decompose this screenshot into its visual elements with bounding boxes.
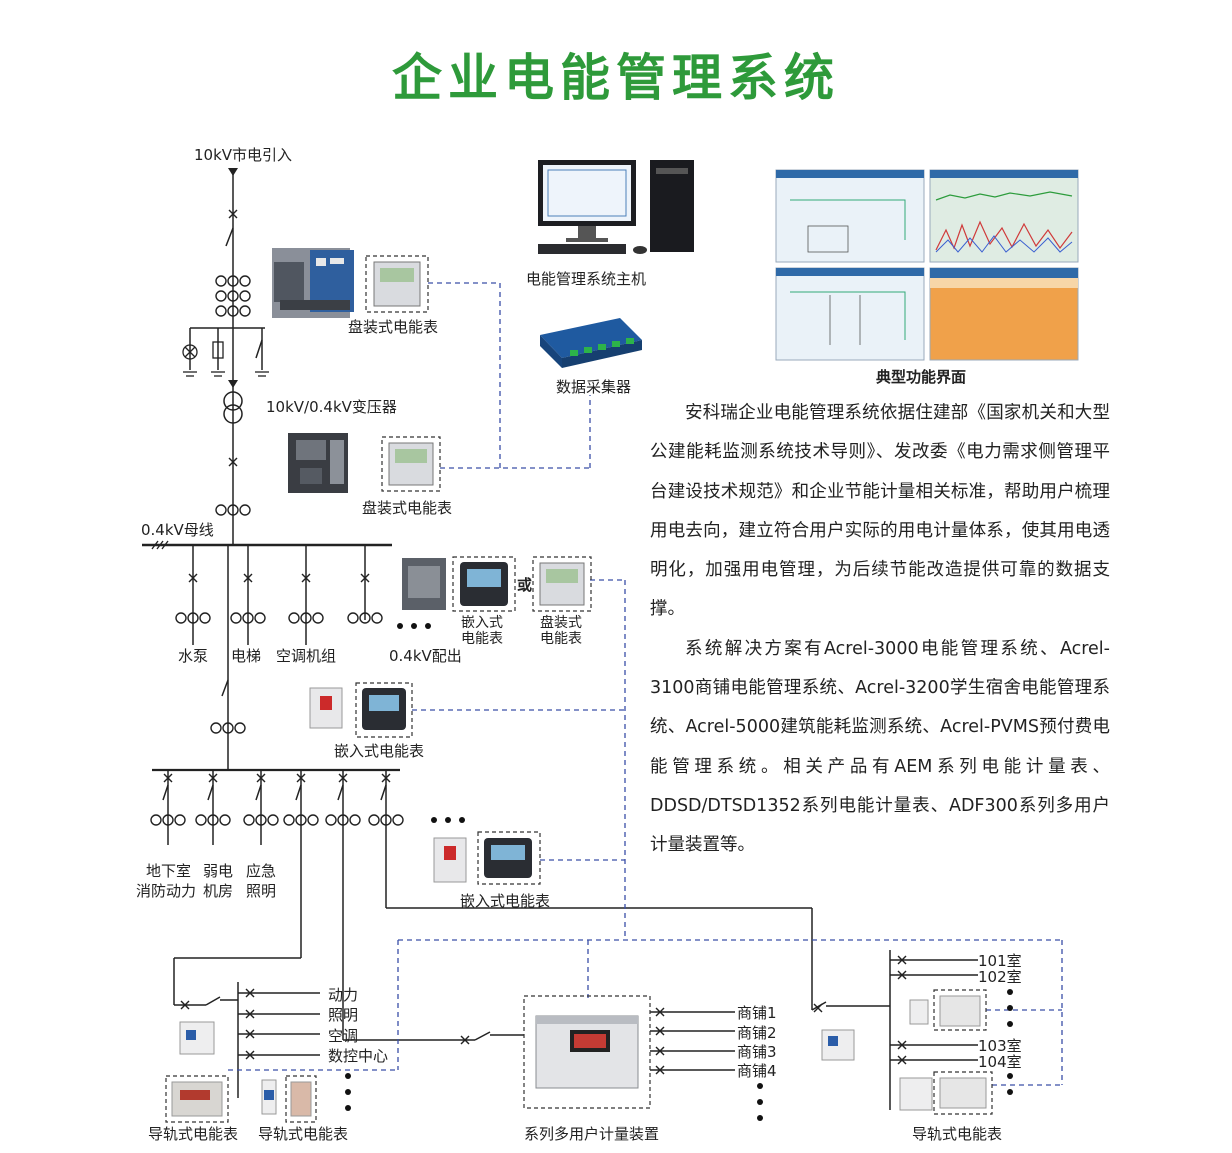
multi-user-label: 系列多用户计量装置	[524, 1125, 660, 1143]
collector-label: 数据采集器	[556, 378, 632, 396]
emergency-label-a: 应急	[246, 862, 277, 880]
shop3-label: 商铺3	[737, 1043, 777, 1061]
basement-label-b: 消防动力	[136, 882, 197, 900]
or-label: 或	[517, 576, 533, 594]
shop1-label: 商铺1	[737, 1004, 777, 1022]
description-paragraph-1: 安科瑞企业电能管理系统依据住建部《国家机关和大型公建能耗监测系统技术导则》、发改…	[650, 403, 1110, 620]
embed-meter-3-label: 嵌入式电能表	[460, 892, 551, 910]
shop4-label: 商铺4	[737, 1062, 777, 1080]
room102-label: 102室	[978, 968, 1022, 986]
host-label: 电能管理系统主机	[526, 270, 647, 288]
embed-meter-2-label: 嵌入式电能表	[334, 742, 425, 760]
panel-meter-1-label: 盘装式电能表	[348, 318, 439, 336]
embed-meter-label-b: 电能表	[461, 631, 503, 647]
room103-label: 103室	[978, 1037, 1022, 1055]
weak-current-label-b: 机房	[203, 882, 234, 900]
panel-meter-3-label-b: 电能表	[540, 631, 582, 647]
rail-meter-3-label: 导轨式电能表	[912, 1125, 1003, 1143]
description-block: 安科瑞企业电能管理系统依据住建部《国家机关和大型公建能耗监测系统技术导则》、发改…	[650, 394, 1110, 866]
bus-label: 0.4kV母线	[141, 521, 214, 539]
emergency-label-b: 照明	[246, 882, 277, 900]
power-label: 动力	[328, 986, 359, 1004]
description-paragraph-2: 系统解决方案有Acrel-3000电能管理系统、Acrel-3100商铺电能管理…	[650, 638, 1110, 856]
basement-label-a: 地下室	[146, 862, 192, 880]
aircon-label: 空调	[328, 1027, 359, 1045]
incoming-label: 10kV市电引入	[194, 146, 293, 164]
weak-current-label-a: 弱电	[203, 862, 234, 880]
room101-label: 101室	[978, 952, 1022, 970]
room104-label: 104室	[978, 1053, 1022, 1071]
embed-meter-label-a: 嵌入式	[461, 615, 503, 631]
hvac-label: 空调机组	[276, 647, 337, 665]
rail-meter-1-label: 导轨式电能表	[148, 1125, 239, 1143]
water-pump-label: 水泵	[178, 647, 209, 665]
transformer-label: 10kV/0.4kV变压器	[266, 398, 397, 416]
panel-meter-3-label-a: 盘装式	[540, 615, 582, 631]
panel-meter-2-label: 盘装式电能表	[362, 499, 453, 517]
lighting-label: 照明	[328, 1006, 359, 1024]
shop2-label: 商铺2	[737, 1024, 777, 1042]
page-title: 企业电能管理系统	[392, 49, 840, 107]
typical-ui-label: 典型功能界面	[876, 368, 967, 386]
rail-meter-2-label: 导轨式电能表	[258, 1125, 349, 1143]
elevator-label: 电梯	[231, 647, 262, 665]
distribution-label: 0.4kV配出	[389, 647, 462, 665]
cnc-label: 数控中心	[328, 1047, 389, 1065]
